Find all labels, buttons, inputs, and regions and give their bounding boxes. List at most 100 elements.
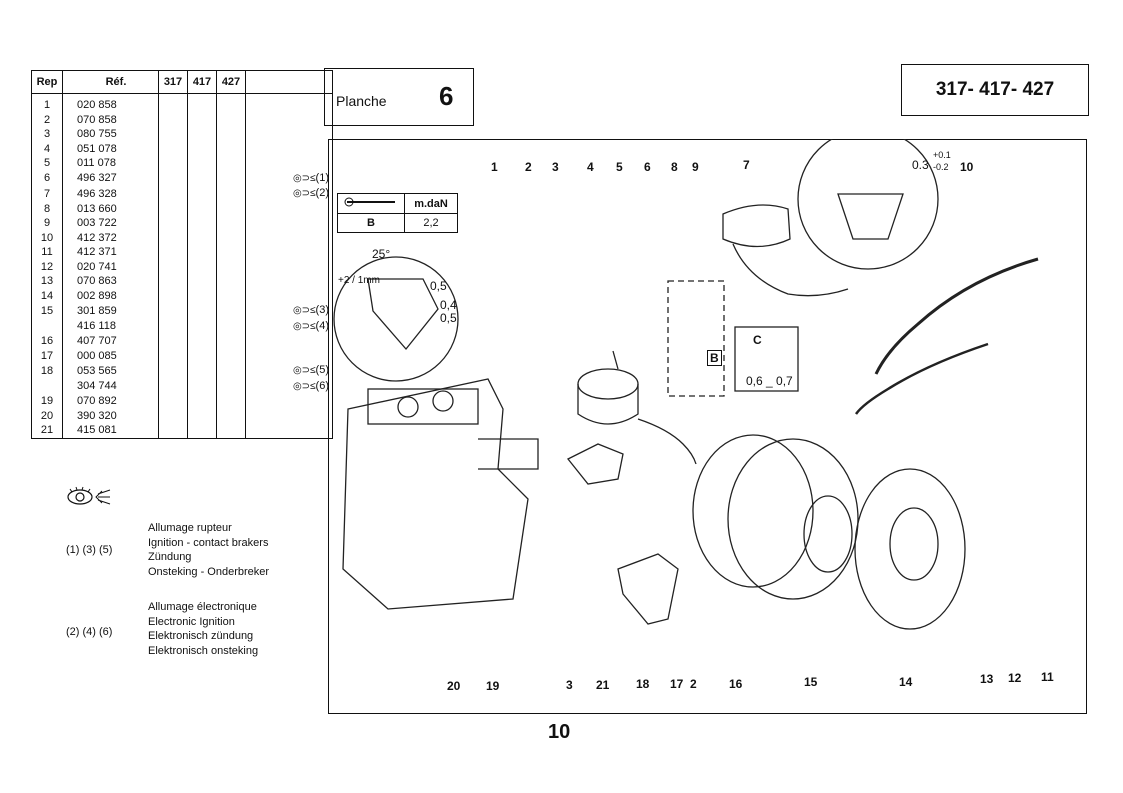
row-417: [187, 423, 217, 439]
row-note-ref: (4): [315, 319, 329, 332]
models-box: 317- 417- 427: [901, 64, 1089, 116]
callout: 17: [670, 677, 684, 691]
row-317: [158, 156, 188, 171]
row-427: [216, 230, 246, 245]
callout: 6: [644, 160, 651, 174]
row-note: ◎⊃≤ (6): [245, 378, 333, 394]
eye-icon: ◎⊃≤: [292, 172, 316, 184]
planche-box: Planche 6: [324, 68, 474, 126]
row-ref: 070 858: [62, 112, 159, 127]
gap-label-1: 0,5: [430, 279, 447, 293]
row-417: [187, 318, 217, 334]
row-ref: 390 320: [62, 408, 159, 423]
callout: 5: [616, 160, 623, 174]
row-note: [245, 156, 333, 171]
row-note: [245, 141, 333, 156]
row-417: [187, 334, 217, 349]
callout: 4: [587, 160, 594, 174]
callout: 11: [1041, 670, 1054, 684]
callout: 1: [491, 160, 498, 174]
eye-icon: ◎⊃≤: [292, 305, 316, 316]
callout: 3: [566, 678, 573, 692]
row-417: [187, 93, 217, 113]
row-427: [216, 186, 246, 202]
row-417: [187, 141, 217, 156]
row-ref: 020 741: [62, 259, 159, 274]
row-rep: 11: [31, 245, 63, 260]
row-ref: 304 744: [62, 378, 159, 394]
module-drawing: [722, 204, 791, 248]
row-rep: [31, 318, 63, 334]
header-427: 427: [216, 70, 246, 94]
row-317: [158, 378, 188, 394]
row-note: [245, 394, 333, 409]
row-317: [158, 423, 188, 439]
row-ref: 011 078: [62, 156, 159, 171]
row-317: [158, 112, 188, 127]
exploded-diagram: [328, 139, 1087, 714]
row-427: [216, 127, 246, 142]
row-417: [187, 378, 217, 394]
row-317: [158, 303, 188, 319]
row-417: [187, 216, 217, 231]
timing-disc-drawing: [333, 256, 459, 382]
row-rep: 4: [31, 141, 63, 156]
row-rep: 12: [31, 259, 63, 274]
row-317: [158, 288, 188, 303]
row-rep: 20: [31, 408, 63, 423]
row-417: [187, 201, 217, 216]
row-ref: 407 707: [62, 334, 159, 349]
callout: 10: [960, 160, 974, 174]
row-317: [158, 141, 188, 156]
row-317: [158, 318, 188, 334]
row-417: [187, 245, 217, 260]
row-417: [187, 112, 217, 127]
row-ref: 496 327: [62, 170, 159, 186]
plug-key-b: B: [707, 350, 722, 366]
row-427: [216, 170, 246, 186]
row-417: [187, 170, 217, 186]
plug-gap-box: [734, 326, 799, 392]
row-rep: [31, 378, 63, 394]
callout: 13: [980, 672, 994, 686]
row-note: [245, 112, 333, 127]
callout: 15: [804, 675, 818, 689]
row-427: [216, 216, 246, 231]
row-ref: 416 118: [62, 318, 159, 334]
row-rep: 17: [31, 348, 63, 363]
row-rep: 18: [31, 363, 63, 379]
table-row: 416 118◎⊃≤ (4): [31, 318, 333, 334]
row-ref: 080 755: [62, 127, 159, 142]
fan-drawing: [854, 468, 966, 630]
row-417: [187, 348, 217, 363]
row-317: [158, 127, 188, 142]
row-417: [187, 408, 217, 423]
row-317: [158, 93, 188, 113]
legend-group1: Allumage rupteur Ignition - contact brak…: [148, 521, 269, 579]
row-427: [216, 334, 246, 349]
callout: 16: [729, 677, 743, 691]
planche-label: Planche: [336, 93, 387, 109]
row-ref: 053 565: [62, 363, 159, 379]
row-rep: 16: [31, 334, 63, 349]
row-rep: 13: [31, 274, 63, 289]
row-317: [158, 170, 188, 186]
row-ref: 415 081: [62, 423, 159, 439]
header-ref: Réf.: [62, 70, 159, 94]
row-rep: 3: [31, 127, 63, 142]
coil-drawing: [577, 368, 639, 400]
row-note: ◎⊃≤ (1): [245, 170, 333, 186]
legend-group2-refs: (2) (4) (6): [66, 626, 113, 638]
row-rep: 5: [31, 156, 63, 171]
legend-line: Electronic Ignition: [148, 615, 235, 628]
row-427: [216, 201, 246, 216]
row-rep: 1: [31, 93, 63, 113]
